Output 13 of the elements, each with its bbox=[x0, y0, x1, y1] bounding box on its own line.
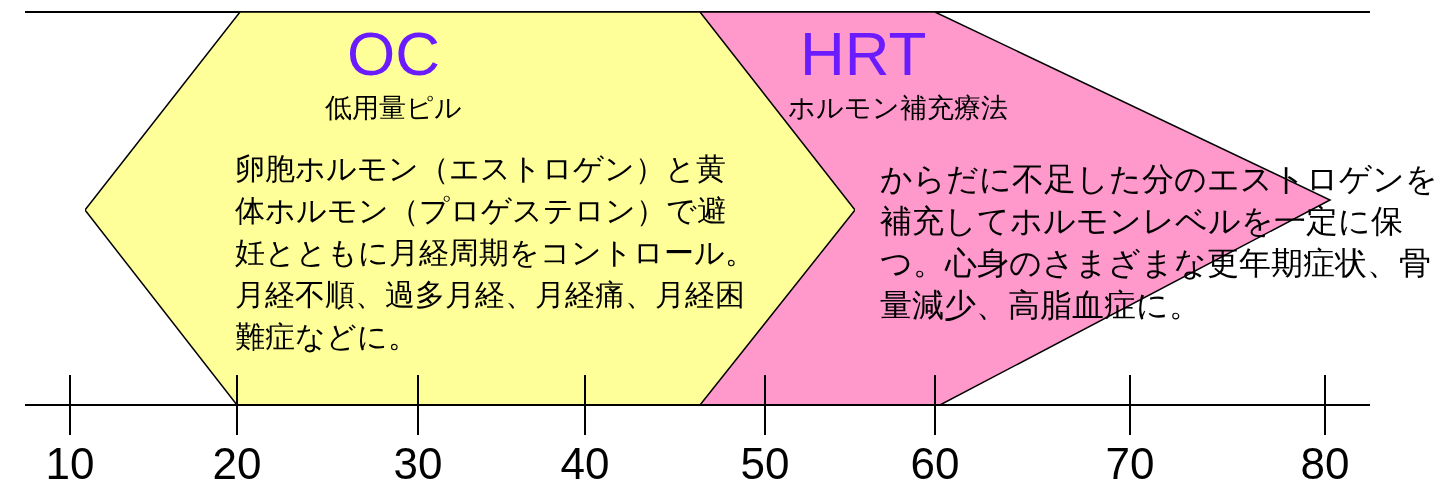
tick-label: 30 bbox=[392, 440, 444, 485]
tick-label: 20 bbox=[211, 440, 263, 485]
tick-label: 60 bbox=[909, 440, 961, 485]
subtitle-text: 低用量ピル bbox=[325, 92, 462, 124]
description-text: 卵胞ホルモン（エストロゲン）と黄体ホルモン（プロゲステロン）で避妊とともに月経周期をコントロール。月経不順、過多月経、月経痛、月経困難症などに。 bbox=[235, 151, 755, 355]
tick-label: 10 bbox=[44, 440, 96, 485]
tick-label: 50 bbox=[739, 440, 791, 485]
tick-label: 40 bbox=[559, 440, 611, 485]
title-text: HRT bbox=[800, 22, 927, 86]
tick-label: 70 bbox=[1104, 440, 1156, 485]
title-text: OC bbox=[347, 22, 440, 86]
tick-label: 80 bbox=[1299, 440, 1351, 485]
subtitle-text: ホルモン補充療法 bbox=[788, 92, 1008, 124]
